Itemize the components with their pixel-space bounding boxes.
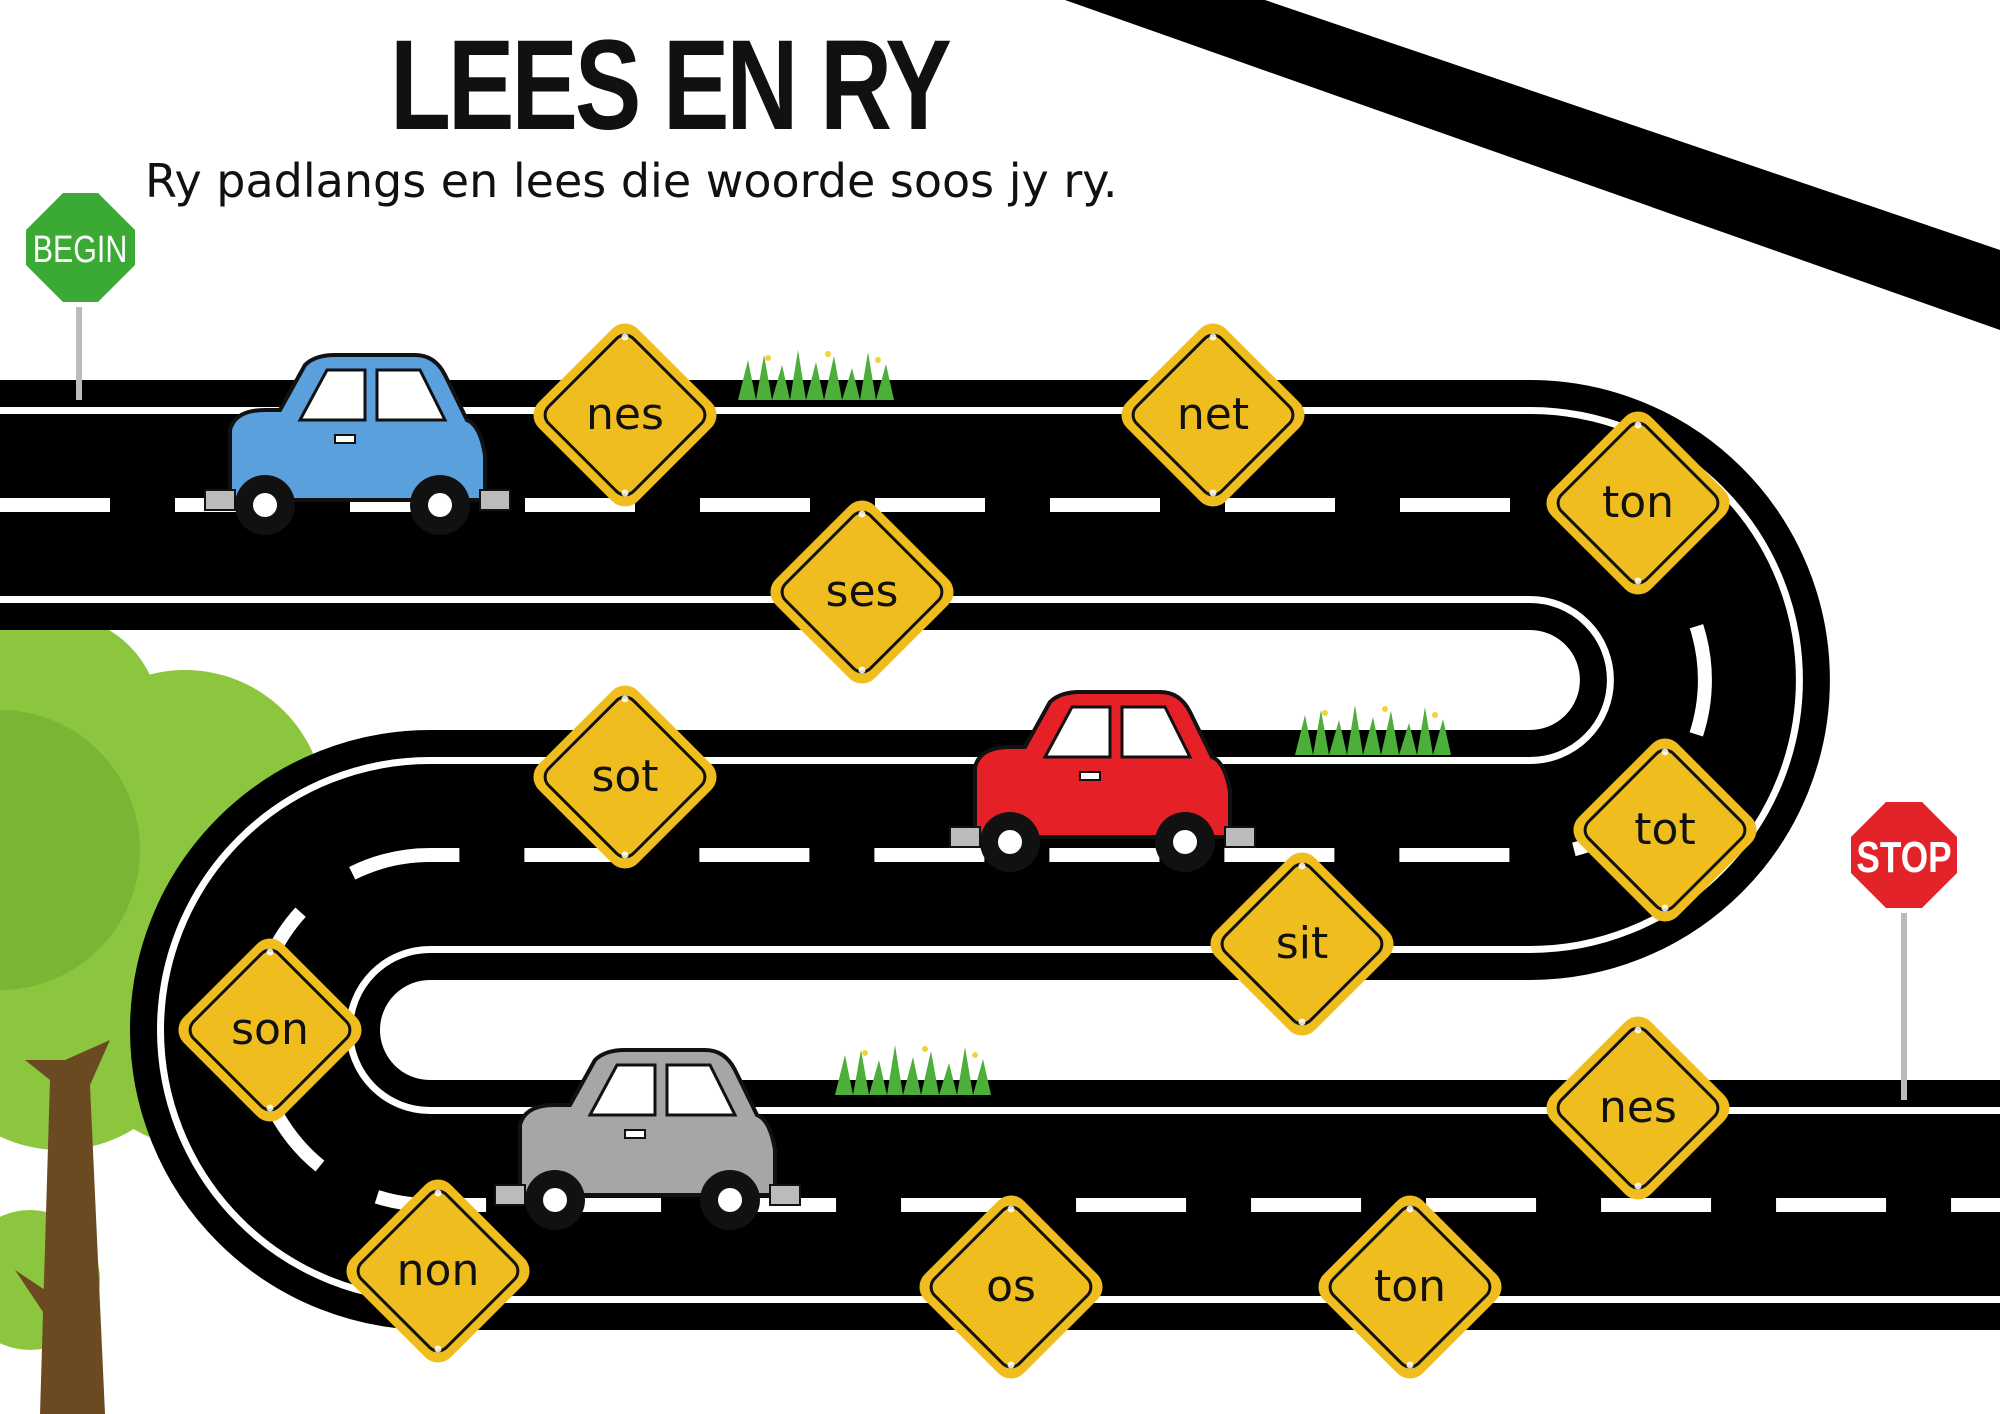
blue-car	[204, 353, 511, 535]
word-sign-12[interactable]: ton	[1335, 1212, 1485, 1362]
word-sign-7[interactable]: sit	[1227, 869, 1377, 1019]
warning-diamond-6	[1573, 738, 1757, 922]
warning-diamond-8	[178, 938, 362, 1122]
word-8-label: son	[231, 1004, 309, 1055]
warning-diamond-12	[1318, 1195, 1502, 1379]
red-car	[949, 690, 1256, 872]
warning-diamond-5	[533, 685, 717, 869]
grey-car	[494, 1048, 801, 1230]
diagonal-road	[1065, 0, 2000, 330]
word-signs	[178, 323, 1757, 1379]
word-4-label: ses	[825, 566, 899, 617]
word-sign-3[interactable]: ton	[1563, 428, 1713, 578]
word-sign-11[interactable]: os	[936, 1212, 1086, 1362]
word-sign-9[interactable]: nes	[1563, 1033, 1713, 1183]
word-sign-8[interactable]: son	[195, 955, 345, 1105]
begin-sign-label: BEGIN	[33, 229, 128, 271]
word-sign-2[interactable]: net	[1138, 340, 1288, 490]
word-9-label: nes	[1599, 1082, 1677, 1133]
word-5-label: sot	[591, 751, 659, 802]
word-11-label: os	[986, 1261, 1036, 1312]
warning-diamond-7	[1210, 852, 1394, 1036]
warning-diamond-10	[346, 1179, 530, 1363]
word-2-label: net	[1176, 389, 1250, 440]
word-sign-1[interactable]: nes	[550, 340, 700, 490]
warning-diamond-11	[919, 1195, 1103, 1379]
warning-diamond-2	[1121, 323, 1305, 507]
warning-diamond-1	[533, 323, 717, 507]
stop-sign-label: STOP	[1856, 833, 1951, 882]
word-3-label: ton	[1601, 477, 1675, 528]
word-sign-4[interactable]: ses	[787, 517, 937, 667]
word-sign-5[interactable]: sot	[550, 702, 700, 852]
warning-diamond-4	[770, 500, 954, 684]
word-sign-6[interactable]: tot	[1590, 755, 1740, 905]
word-10-label: non	[396, 1245, 480, 1296]
grass-patches	[738, 350, 1451, 1095]
word-6-label: tot	[1634, 804, 1696, 855]
warning-diamond-9	[1546, 1016, 1730, 1200]
begin-sign: BEGIN	[21, 188, 140, 400]
page-title: LEES EN RY	[390, 14, 952, 157]
word-sign-10[interactable]: non	[363, 1196, 513, 1346]
word-12-label: ton	[1373, 1261, 1447, 1312]
winding-road	[0, 380, 2000, 1330]
word-1-label: nes	[586, 389, 664, 440]
instruction-text: Ry padlangs en lees die woorde soos jy r…	[145, 154, 1118, 208]
word-7-label: sit	[1275, 918, 1329, 969]
warning-diamond-3	[1546, 411, 1730, 595]
stop-sign: STOP	[1846, 797, 1962, 1100]
